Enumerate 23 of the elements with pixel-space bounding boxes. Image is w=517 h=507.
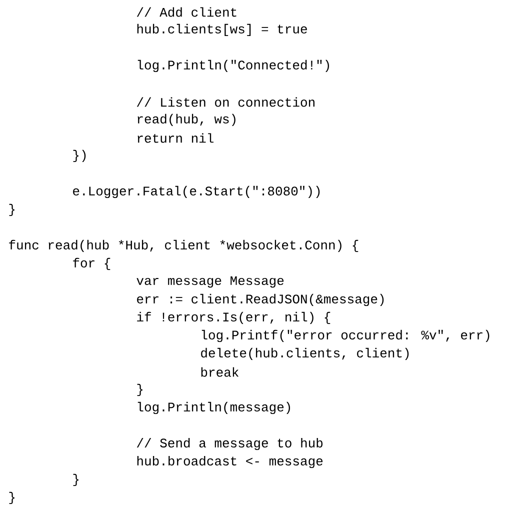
code-line: // Send a message to hub [136, 438, 323, 450]
code-line: hub.broadcast <- message [137, 456, 323, 468]
code-line: if !errors.Is(err, nil) { [137, 312, 330, 324]
code-line: log.Printf("error occurred: %v", err) [202, 330, 490, 342]
code-line: hub.clients[ws] = true [137, 24, 307, 36]
code-line: } [9, 204, 15, 216]
code-line: func read(hub *Hub, client *websocket.Conn) { [9, 240, 358, 252]
code-line: } [73, 474, 79, 486]
code-line: for { [73, 258, 110, 270]
code-line: // Add client [136, 7, 236, 17]
code-line: delete(hub.clients, client) [201, 348, 409, 360]
code-line: err := client.ReadJSON(&message) [137, 294, 384, 306]
code-line: } [9, 492, 15, 504]
code-line: }) [73, 150, 86, 162]
code-line: return nil [138, 133, 214, 143]
code-line: e.Logger.Fatal(e.Start(":8080")) [73, 186, 320, 198]
code-line: var message Message [136, 276, 284, 288]
code-line: break [201, 367, 239, 377]
code-line: read(hub, ws) [138, 114, 236, 126]
code-line: log.Println("Connected!") [138, 60, 330, 72]
code-line: // Listen on connection [136, 97, 314, 107]
code-line: log.Println(message) [138, 402, 290, 414]
code-line: } [137, 384, 143, 396]
